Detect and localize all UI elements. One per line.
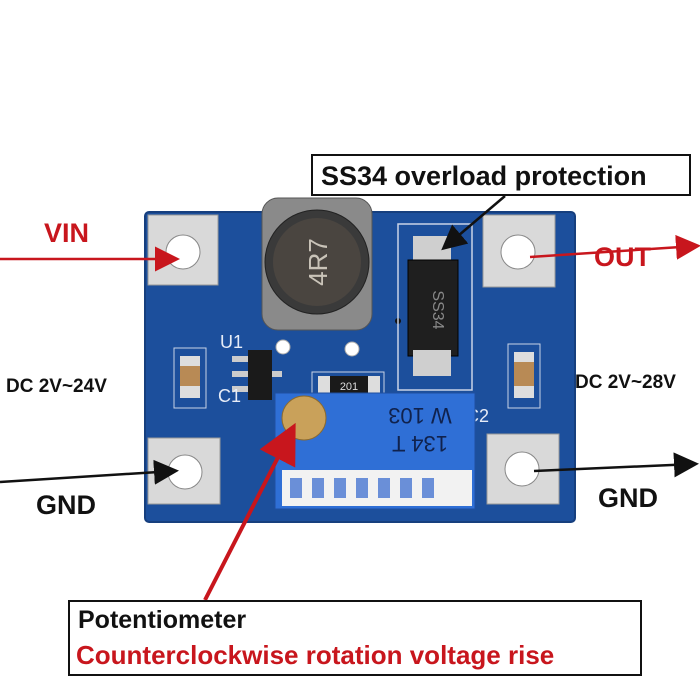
gnd-left-label: GND: [36, 490, 96, 520]
gnd-left-arrow: [0, 459, 179, 485]
gnd-right-arrow: [533, 452, 699, 478]
diode-callout-arrow: [441, 195, 506, 251]
diode-callout-box: SS34 overload protection: [311, 154, 691, 196]
diode-ss34: [407, 236, 459, 376]
pad-vin: [147, 214, 219, 286]
potentiometer-description: Counterclockwise rotation voltage rise: [76, 640, 555, 670]
pot-marking-line2: 134 T: [392, 431, 448, 456]
resistor-marking: 201: [340, 381, 358, 393]
out-label: OUT: [594, 242, 651, 272]
capacitor-c2: [507, 343, 541, 409]
diode-marking: SS34: [429, 290, 446, 329]
label-u1: U1: [220, 332, 243, 352]
potentiometer-callout-box: Potentiometer Counterclockwise rotation …: [68, 600, 642, 676]
pad-out: [482, 214, 556, 288]
out-arrow: [529, 234, 700, 260]
diode-callout-text: SS34 overload protection: [321, 161, 647, 191]
vin-label: VIN: [44, 218, 90, 248]
dc-output-range: DC 2V~28V: [575, 372, 676, 393]
capacitor-c1: [173, 347, 207, 409]
inductor-marking: 4R7: [303, 238, 333, 286]
label-c1: C1: [218, 386, 241, 406]
pot-marking-line1: W 103: [388, 403, 452, 428]
pot-callout-arrow: [203, 422, 296, 601]
inductor: [261, 197, 373, 331]
gnd-right-label: GND: [598, 483, 658, 513]
chip-u1: [232, 350, 282, 400]
pad-gnd-right: [486, 433, 560, 505]
potentiometer-title: Potentiometer: [78, 606, 247, 634]
potentiometer: [274, 392, 476, 510]
dc-input-range: DC 2V~24V: [6, 376, 107, 397]
